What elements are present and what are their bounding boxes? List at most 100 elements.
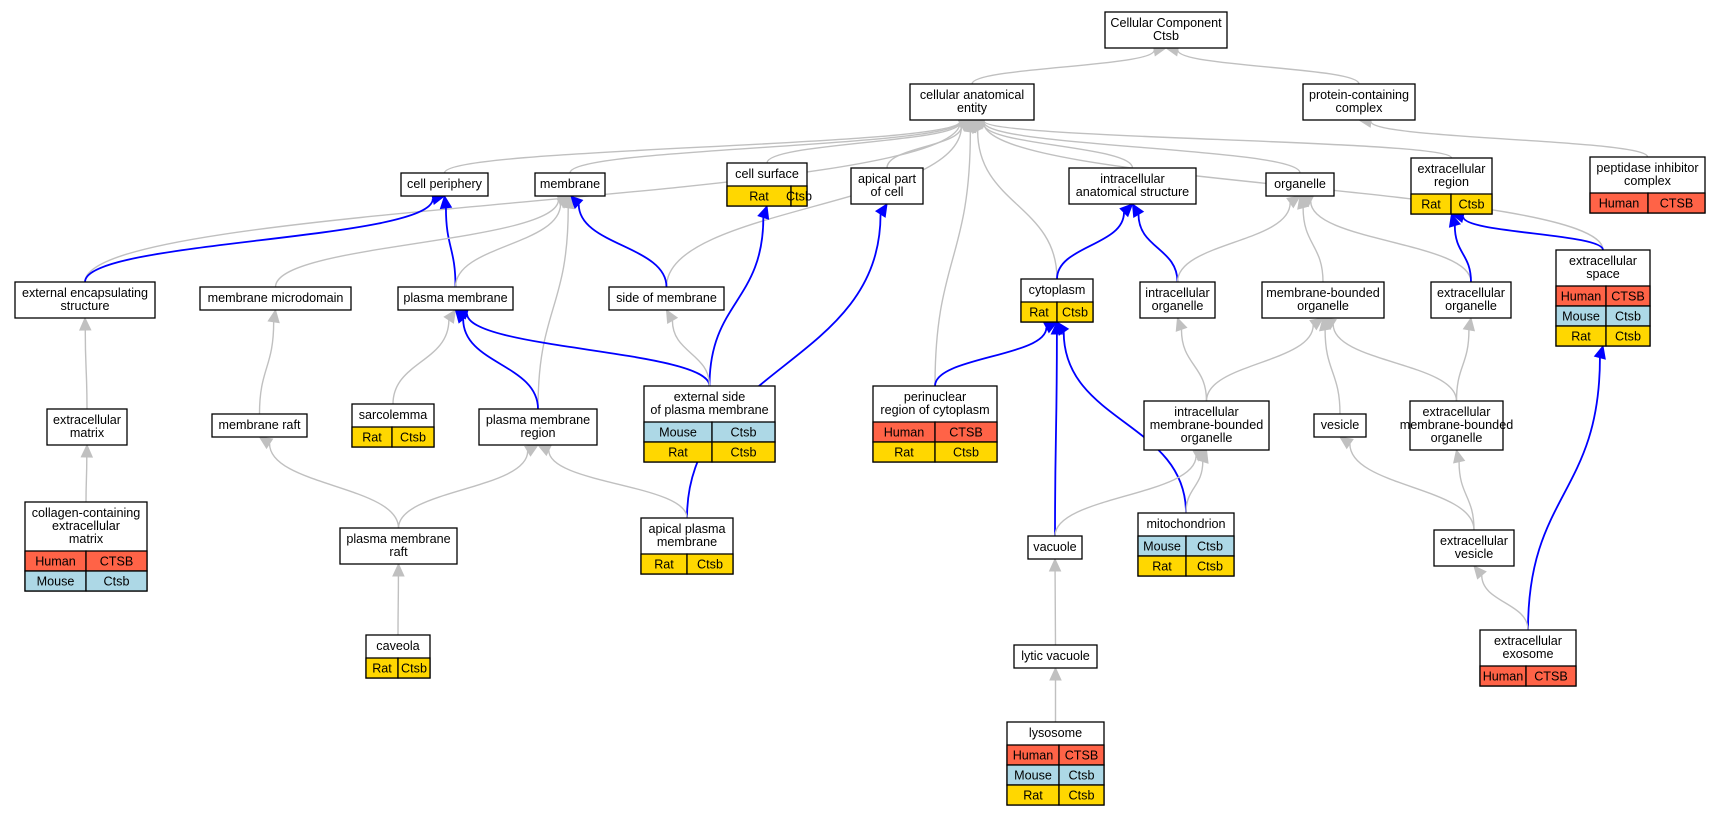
node-label: lysosome [1029, 726, 1082, 740]
gene-symbol: Ctsb [401, 662, 427, 676]
node-box [211, 413, 308, 438]
node-cell-periphery[interactable]: cell periphery [400, 172, 489, 197]
node-label: plasma membrane [346, 532, 450, 546]
node-box [1430, 281, 1512, 319]
edge-intracellular-membrane-bounded-organelle-to-membrane-bounded-organelle [1205, 317, 1324, 402]
edge-cell-periphery-to-cellular-anatomical-entity [443, 115, 974, 174]
gene-symbol: CTSB [1065, 749, 1099, 763]
node-collagen-containing-extracellular-matrix[interactable]: collagen-containingextracellularmatrixHu… [24, 501, 148, 592]
edge-membrane-microdomain-to-membrane [274, 193, 572, 288]
node-membrane-raft[interactable]: membrane raft [211, 413, 308, 438]
node-plasma-membrane[interactable]: plasma membrane [397, 286, 514, 311]
organism-name: Human [1599, 197, 1640, 211]
organism-name: Rat [362, 431, 382, 445]
node-organelle[interactable]: organelle [1265, 172, 1335, 197]
edge-arrowhead [874, 202, 888, 218]
gene-symbol: Ctsb [1459, 198, 1485, 212]
node-label: membrane microdomain [208, 291, 344, 305]
gene-symbol: Ctsb [1197, 540, 1223, 554]
edge-line [1349, 443, 1475, 531]
edge-external-encapsulating-structure-to-cell-periphery [84, 192, 446, 283]
organism-name: Mouse [1143, 540, 1181, 554]
node-vesicle[interactable]: vesicle [1313, 413, 1367, 438]
node-vacuole[interactable]: vacuole [1027, 535, 1083, 560]
node-label: collagen-containing [32, 506, 141, 520]
edge-extracellular-organelle-to-extracellular-region [1448, 212, 1472, 283]
edge-arrowhead [1119, 203, 1134, 218]
node-label: lytic vacuole [1021, 649, 1090, 663]
node-label: side of membrane [616, 291, 717, 305]
organism-name: Human [1561, 290, 1602, 304]
edge-external-side-of-plasma-membrane-to-plasma-membrane [454, 307, 711, 387]
edge-line [766, 122, 961, 164]
node-label: complex [1336, 101, 1384, 115]
node-box [478, 408, 598, 446]
node-membrane[interactable]: membrane [534, 172, 606, 197]
gene-symbol: Ctsb [1069, 769, 1095, 783]
node-lytic-vacuole[interactable]: lytic vacuole [1013, 644, 1098, 669]
organism-name: Rat [372, 662, 392, 676]
gene-cell [1525, 665, 1577, 687]
node-label: peptidase inhibitor [1596, 161, 1698, 175]
node-label: membrane-bounded [1150, 418, 1263, 432]
edge-line [1527, 357, 1601, 631]
node-label: of plasma membrane [650, 403, 768, 417]
edge-plasma-membrane-raft-to-plasma-membrane-region [397, 444, 540, 529]
edge-arrowhead [443, 309, 457, 324]
edge-external-side-of-plasma-membrane-to-side-of-membrane [665, 308, 711, 387]
node-membrane-microdomain[interactable]: membrane microdomain [199, 286, 352, 311]
node-box [1068, 167, 1197, 205]
node-box [1139, 281, 1216, 319]
node-label: cytoplasm [1029, 283, 1086, 297]
edge-arrowhead [392, 562, 405, 577]
edge-line [1185, 461, 1204, 514]
edge-membrane-raft-to-membrane-microdomain [258, 308, 280, 415]
edge-line [462, 319, 539, 410]
organism-name: Rat [1152, 560, 1172, 574]
node-label: region [520, 426, 555, 440]
node-label: perinuclear [904, 390, 966, 404]
edge-plasma-membrane-to-cell-periphery [439, 194, 457, 288]
node-label: extracellular [1494, 634, 1562, 648]
edge-peptidase-inhibitor-complex-to-protein-containing-complex [1357, 115, 1649, 158]
node-label: apical plasma [648, 522, 725, 536]
edge-arrowhead [665, 308, 679, 324]
node-box [1104, 11, 1228, 49]
node-label: intracellular [1174, 405, 1238, 419]
edge-lytic-vacuole-to-vacuole [1048, 557, 1062, 646]
gene-symbol: Ctsb [953, 446, 979, 460]
node-side-of-membrane[interactable]: side of membrane [608, 286, 725, 311]
edge-line [85, 456, 88, 503]
node-label: Cellular Component [1110, 16, 1222, 30]
edge-arrowhead [524, 444, 540, 457]
edge-arrowhead [561, 194, 575, 210]
